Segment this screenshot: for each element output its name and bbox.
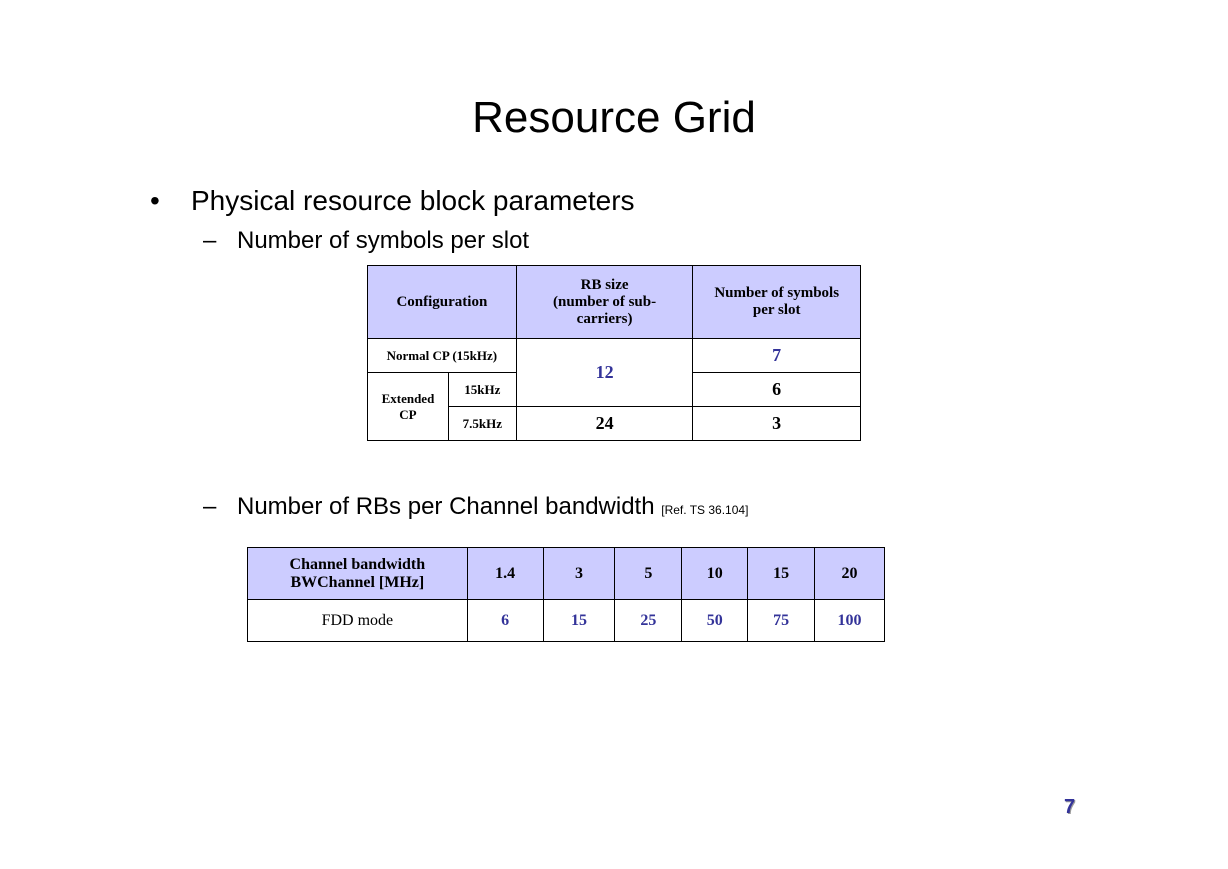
rb-count-cell: 100 xyxy=(814,599,885,642)
bandwidth-header-cell: 1.4 xyxy=(466,547,544,600)
rb-count-cell: 50 xyxy=(681,599,749,642)
extended-cp-7-5khz-label: 7.5kHz xyxy=(447,406,517,441)
header-channel-bandwidth: Channel bandwidth BWChannel [MHz] xyxy=(247,547,468,600)
slide-title: Resource Grid xyxy=(472,93,756,142)
header-rb-size-line2: (number of sub- xyxy=(553,293,657,310)
bandwidth-header-cell: 5 xyxy=(614,547,683,600)
sub-bullet-dash: – xyxy=(203,227,217,254)
rb-count-cell: 25 xyxy=(614,599,683,642)
extended-cp-label: Extended CP xyxy=(367,372,449,441)
header-number-of-symbols: Number of symbols per slot xyxy=(692,265,861,339)
sub-bullet-symbols-per-slot: –Number of symbols per slot xyxy=(203,226,529,256)
page-number: 7 xyxy=(1064,796,1076,818)
header-configuration: Configuration xyxy=(367,265,517,339)
bandwidth-header-cell: 20 xyxy=(814,547,885,600)
normal-cp-symbols: 7 xyxy=(692,338,861,373)
bandwidth-header-cell: 3 xyxy=(542,547,616,600)
rb-count-cell: 15 xyxy=(542,599,616,642)
extended-cp-15khz-symbols: 6 xyxy=(692,372,861,407)
bandwidth-header-cell: 10 xyxy=(681,547,749,600)
extended-cp-label-line1: Extended xyxy=(381,390,435,406)
rbs-per-bandwidth-table: Channel bandwidth BWChannel [MHz] 1.4 3 … xyxy=(247,547,885,642)
sub-bullet-text: Number of RBs per Channel bandwidth xyxy=(237,493,655,520)
normal-cp-label: Normal CP (15kHz) xyxy=(367,338,517,373)
header-rb-size: RB size (number of sub- carriers) xyxy=(515,265,694,339)
bullet-mark: • xyxy=(150,185,160,216)
rb-count-cell: 75 xyxy=(747,599,816,642)
sub-bullet-rbs-per-bandwidth: –Number of RBs per Channel bandwidth [Re… xyxy=(203,492,748,525)
header-channel-bandwidth-line2: BWChannel [MHz] xyxy=(290,573,425,591)
sub-bullet-text: Number of symbols per slot xyxy=(237,227,530,254)
extended-cp-15khz-label: 15kHz xyxy=(447,372,517,407)
rb-size-12-cell: 12 xyxy=(515,338,694,407)
rb-count-cell: 6 xyxy=(466,599,544,642)
header-rb-size-line3: carriers) xyxy=(576,310,633,327)
reference-note: [Ref. TS 36.104] xyxy=(661,503,749,517)
extended-cp-7-5khz-rb-size: 24 xyxy=(515,406,694,441)
bullet-text: Physical resource block parameters xyxy=(191,185,635,216)
fdd-mode-label: FDD mode xyxy=(247,599,468,642)
header-symbols-line2: per slot xyxy=(752,302,801,318)
symbols-per-slot-table: Configuration RB size (number of sub- ca… xyxy=(367,265,861,441)
extended-cp-7-5khz-symbols: 3 xyxy=(692,406,861,441)
bandwidth-header-cell: 15 xyxy=(747,547,816,600)
header-channel-bandwidth-line1: Channel bandwidth xyxy=(289,555,426,573)
sub-bullet-dash: – xyxy=(203,493,217,520)
header-rb-size-line1: RB size xyxy=(580,276,629,293)
extended-cp-label-line2: CP xyxy=(399,406,417,422)
header-symbols-line1: Number of symbols xyxy=(714,285,840,301)
